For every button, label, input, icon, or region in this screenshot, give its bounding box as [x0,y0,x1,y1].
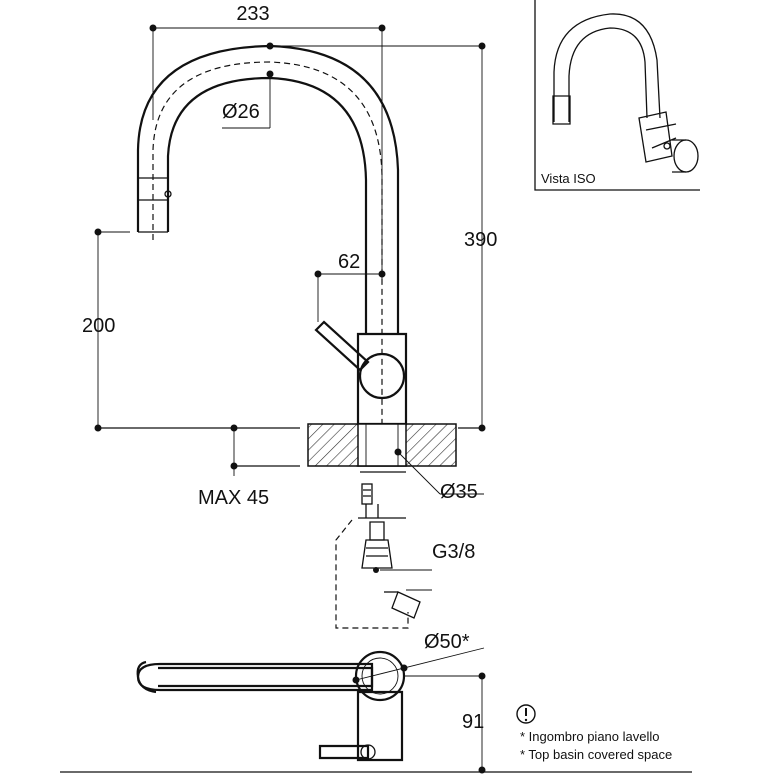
dim-handle-62: 62 [338,251,360,273]
note: * Ingombro piano lavello * Top basin cov… [516,704,672,762]
dim-hole-diameter: Ø35 [440,481,478,503]
iso-view-label: Vista ISO [541,171,596,186]
top-view: Ø50* 91 [60,631,692,774]
dim-spout-height-200: 200 [82,315,115,337]
exclamation-circle-icon [516,704,536,724]
dim-base-diameter: Ø50* [424,631,470,653]
note-line-en: * Top basin covered space [520,747,672,762]
dim-spout-diameter: Ø26 [222,101,260,123]
note-line-it: * Ingombro piano lavello [520,729,659,744]
dim-depth-91: 91 [462,711,484,733]
dim-thread: G3/8 [432,541,475,563]
iso-view: Vista ISO [534,0,700,191]
front-view: 233 390 Ø26 62 200 MAX 45 Ø35 [82,3,497,629]
dim-max-45: MAX 45 [198,487,269,509]
dim-height-390: 390 [464,229,497,251]
dim-width-233: 233 [236,3,269,25]
